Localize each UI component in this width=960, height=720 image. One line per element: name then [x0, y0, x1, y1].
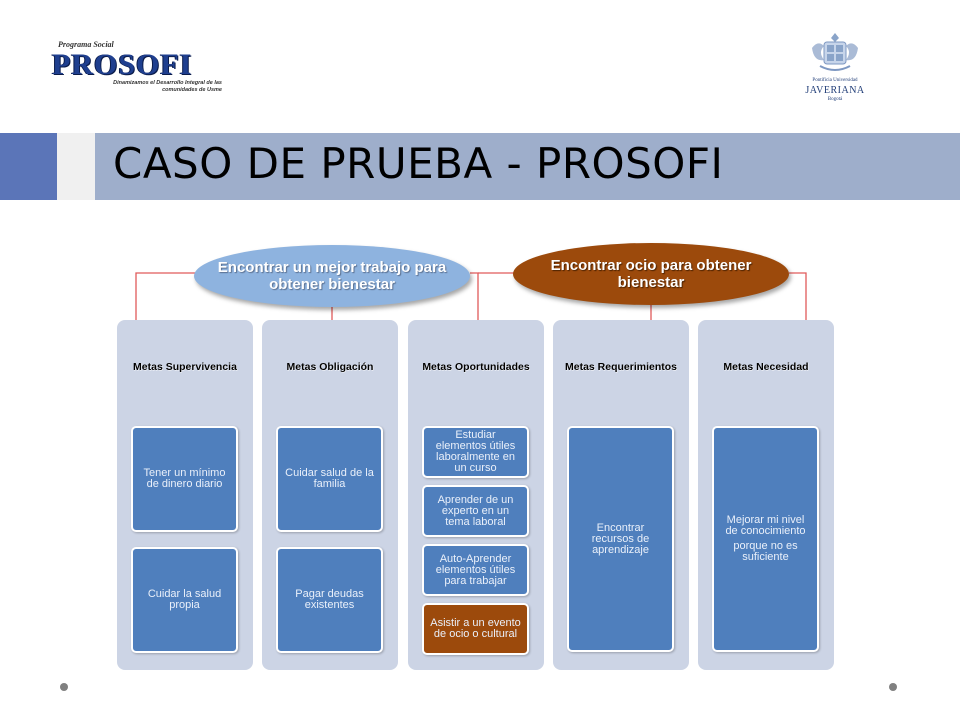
- crest-icon: [812, 33, 858, 71]
- logo-top-text: Programa Social: [58, 40, 114, 49]
- prosofi-logo: Programa Social PROSOFI Dinamizamos el D…: [50, 40, 225, 100]
- connector-goal-1-left: [135, 272, 196, 321]
- logo-wordmark: PROSOFI: [52, 48, 193, 81]
- column-requerimientos: Metas Requerimientos Encontrar recursos …: [553, 320, 689, 670]
- goal-leisure: Encontrar ocio para obtener bienestar: [513, 243, 789, 305]
- column-obligacion: Metas Obligación Cuidar salud de la fami…: [262, 320, 398, 670]
- title-band-spacer: [57, 133, 95, 200]
- footer-dot-left: [60, 683, 68, 691]
- logo-line-3: Bogotá: [827, 97, 843, 102]
- column-title: Metas Supervivencia: [133, 361, 237, 373]
- javeriana-logo: Pontificia Universidad JAVERIANA Bogotá: [800, 32, 870, 104]
- goal-card-text-2: porque no es suficiente: [733, 540, 798, 563]
- goal-card: Aprender de un experto en un tema labora…: [422, 485, 529, 537]
- column-title: Metas Oportunidades: [422, 361, 530, 373]
- goal-card: Mejorar mi nivel de conocimiento porque …: [712, 426, 819, 652]
- column-necesidad: Metas Necesidad Mejorar mi nivel de cono…: [698, 320, 834, 670]
- goal-card: Cuidar la salud propia: [131, 547, 238, 653]
- goal-card: Tener un mínimo de dinero diario: [131, 426, 238, 532]
- goal-card: Encontrar recursos de aprendizaje: [567, 426, 674, 652]
- logo-subtitle: Dinamizamos el Desarrollo Integral de la…: [113, 80, 222, 93]
- column-title: Metas Requerimientos: [564, 361, 678, 373]
- title-band-accent: [0, 133, 57, 200]
- goal-card: Auto-Aprender elementos útiles para trab…: [422, 544, 529, 596]
- column-title: Metas Obligación: [286, 361, 374, 373]
- title-band: [95, 133, 960, 200]
- column-oportunidades: Metas Oportunidades Estudiar elementos ú…: [408, 320, 544, 670]
- column-title: Metas Necesidad: [723, 361, 809, 373]
- goal-better-job: Encontrar un mejor trabajo para obtener …: [194, 245, 470, 307]
- goal-card: Estudiar elementos útiles laboralmente e…: [422, 426, 529, 478]
- goal-card-text: Mejorar mi nivel de conocimiento: [725, 514, 806, 537]
- goal-card: Cuidar salud de la familia: [276, 426, 383, 532]
- logo-line-2: JAVERIANA: [805, 85, 865, 96]
- goal-card-leisure: Asistir a un evento de ocio o cultural: [422, 603, 529, 655]
- slide-title: CASO DE PRUEBA - PROSOFI: [113, 139, 724, 188]
- logo-line-1: Pontificia Universidad: [812, 78, 858, 83]
- connector-goal-2-right: [789, 272, 807, 321]
- column-supervivencia: Metas Supervivencia Tener un mínimo de d…: [117, 320, 253, 670]
- goal-card: Pagar deudas existentes: [276, 547, 383, 653]
- footer-dot-right: [889, 683, 897, 691]
- connector-goal-1-right: [470, 272, 479, 321]
